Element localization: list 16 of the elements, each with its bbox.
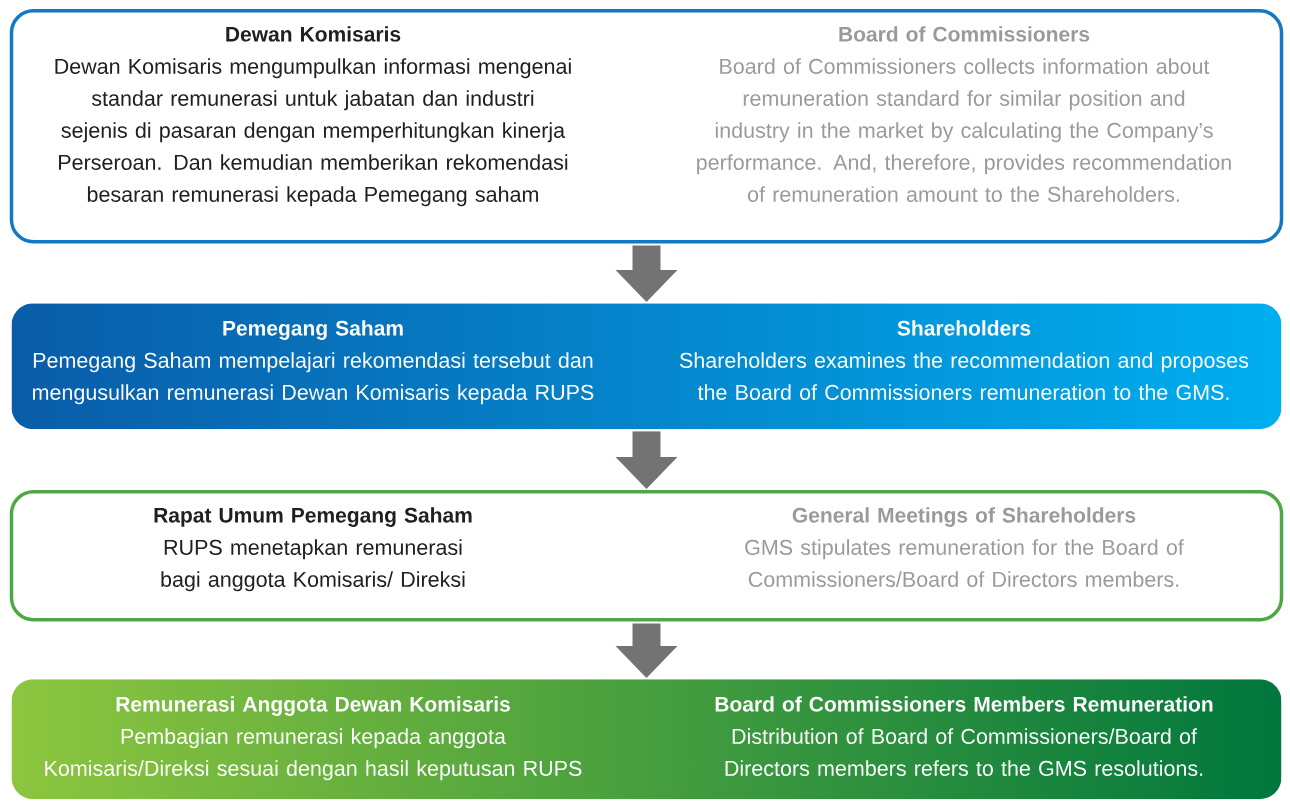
description: Pembagian remunerasi kepada anggota Komisaris/Direksi sesuai dengan hasil keputusan RUPS xyxy=(45,728,582,781)
heading: Shareholders xyxy=(897,320,1031,336)
description: GMS stipulates remuneration for the Board of Commissioners/Board of Directors members. xyxy=(745,539,1184,587)
description: Pemegang Saham mempelajari rekomendasi tersebut dan mengusulkan remunerasi Dewan Komisaris kepada RUPS xyxy=(33,352,594,405)
description: Board of Commissioners collects information about remuneration standard for similar position and industry in the market by calculating the Company’s performance. And, therefore, provides recommendation of remuneration amount to the Shareholders. xyxy=(697,58,1231,202)
heading: Board of Commissioners xyxy=(839,26,1090,42)
heading: Board of Commissioners Members Remuneration xyxy=(715,696,1213,712)
heading: Dewan Komisaris xyxy=(226,26,401,42)
heading: General Meetings of Shareholders xyxy=(792,507,1136,527)
description: RUPS menetapkan remunerasi bagi anggota Komisaris/ Direksi xyxy=(161,539,465,592)
heading: Pemegang Saham xyxy=(223,320,403,340)
description: Shareholders examines the recommendation and proposes the Board of Commissioners remuneration to the GMS. xyxy=(679,352,1249,400)
heading: Rapat Umum Pemegang Saham xyxy=(154,507,472,527)
description: Dewan Komisaris mengumpulkan informasi mengenai standar remunerasi untuk jabatan dan industri sejenis di pasaran dengan memperhitungkan kinerja Perseroan. Dan kemudian memberikan rekomendasi besaran remunerasi kepada Pemegang saham xyxy=(55,58,571,207)
heading: Remunerasi Anggota Dewan Komisaris xyxy=(116,696,510,716)
description: Distribution of Board of Commissioners/Board of Directors members refers to the GMS resolutions. xyxy=(725,728,1203,776)
